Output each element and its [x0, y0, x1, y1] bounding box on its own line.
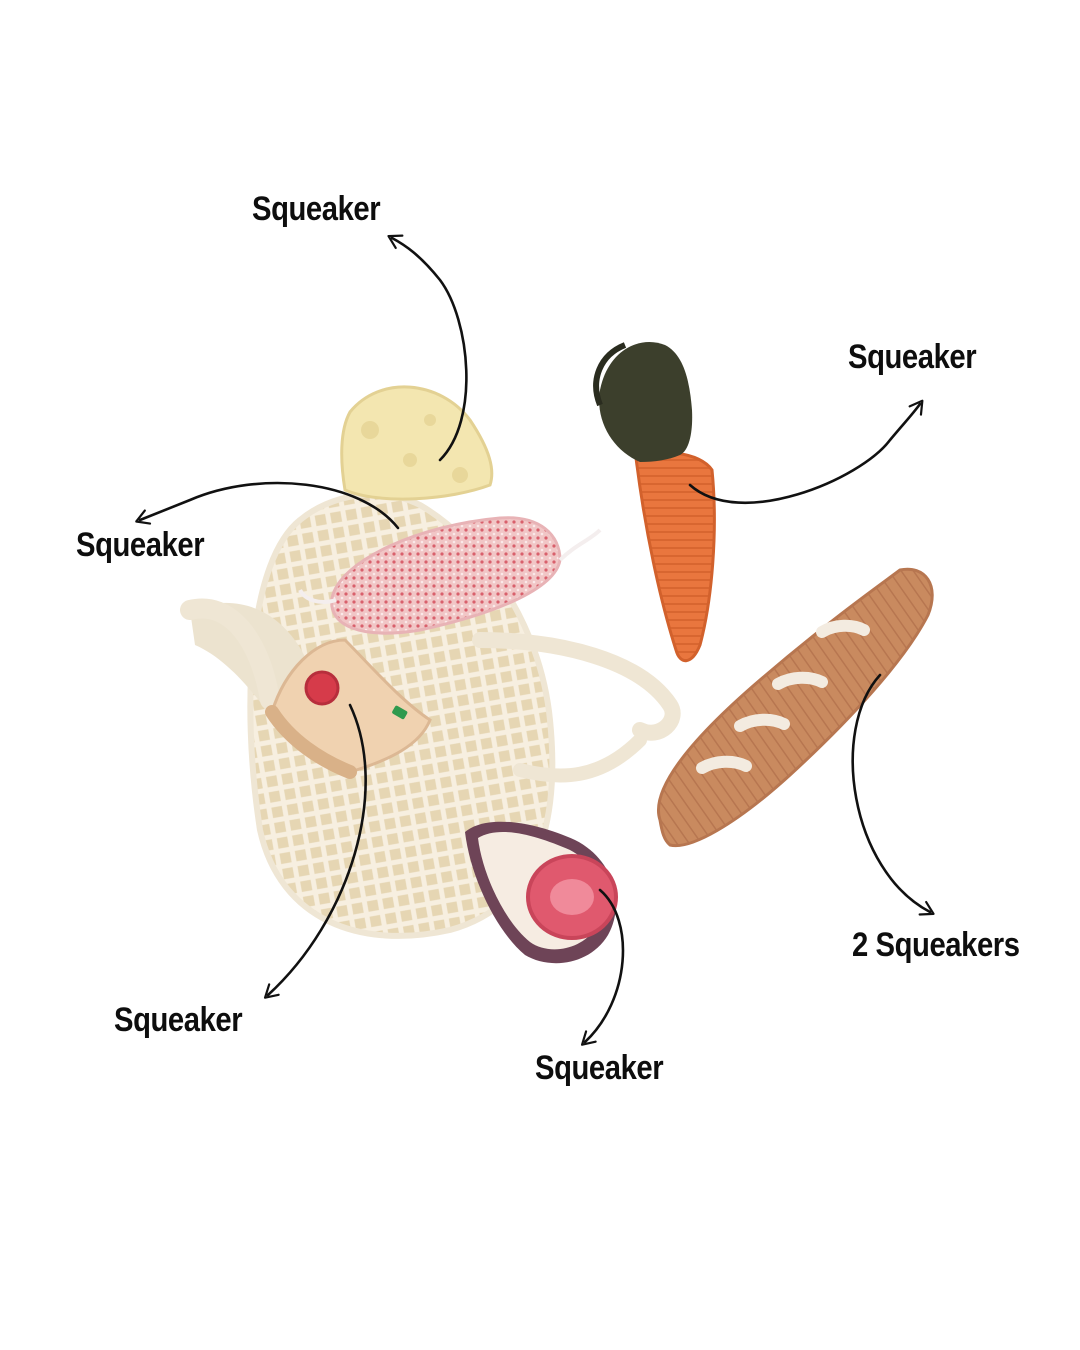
salami-toy-illustration	[298, 516, 602, 635]
cheese-squeaker-label: Squeaker	[252, 190, 381, 228]
baguette-toy-illustration	[657, 567, 934, 848]
carrot-toy-illustration	[593, 342, 716, 663]
baguette-squeakers-label: 2 Squeakers	[852, 926, 1020, 964]
carrot-squeaker-label: Squeaker	[848, 338, 977, 376]
fig-toy-illustration	[465, 821, 618, 964]
cheese-toy-illustration	[340, 385, 494, 501]
curved-arrow-icon	[135, 234, 935, 1046]
salami-squeaker-label: Squeaker	[76, 526, 205, 564]
fig-squeaker-label: Squeaker	[535, 1049, 664, 1087]
pizza-squeaker-label: Squeaker	[114, 1001, 243, 1039]
